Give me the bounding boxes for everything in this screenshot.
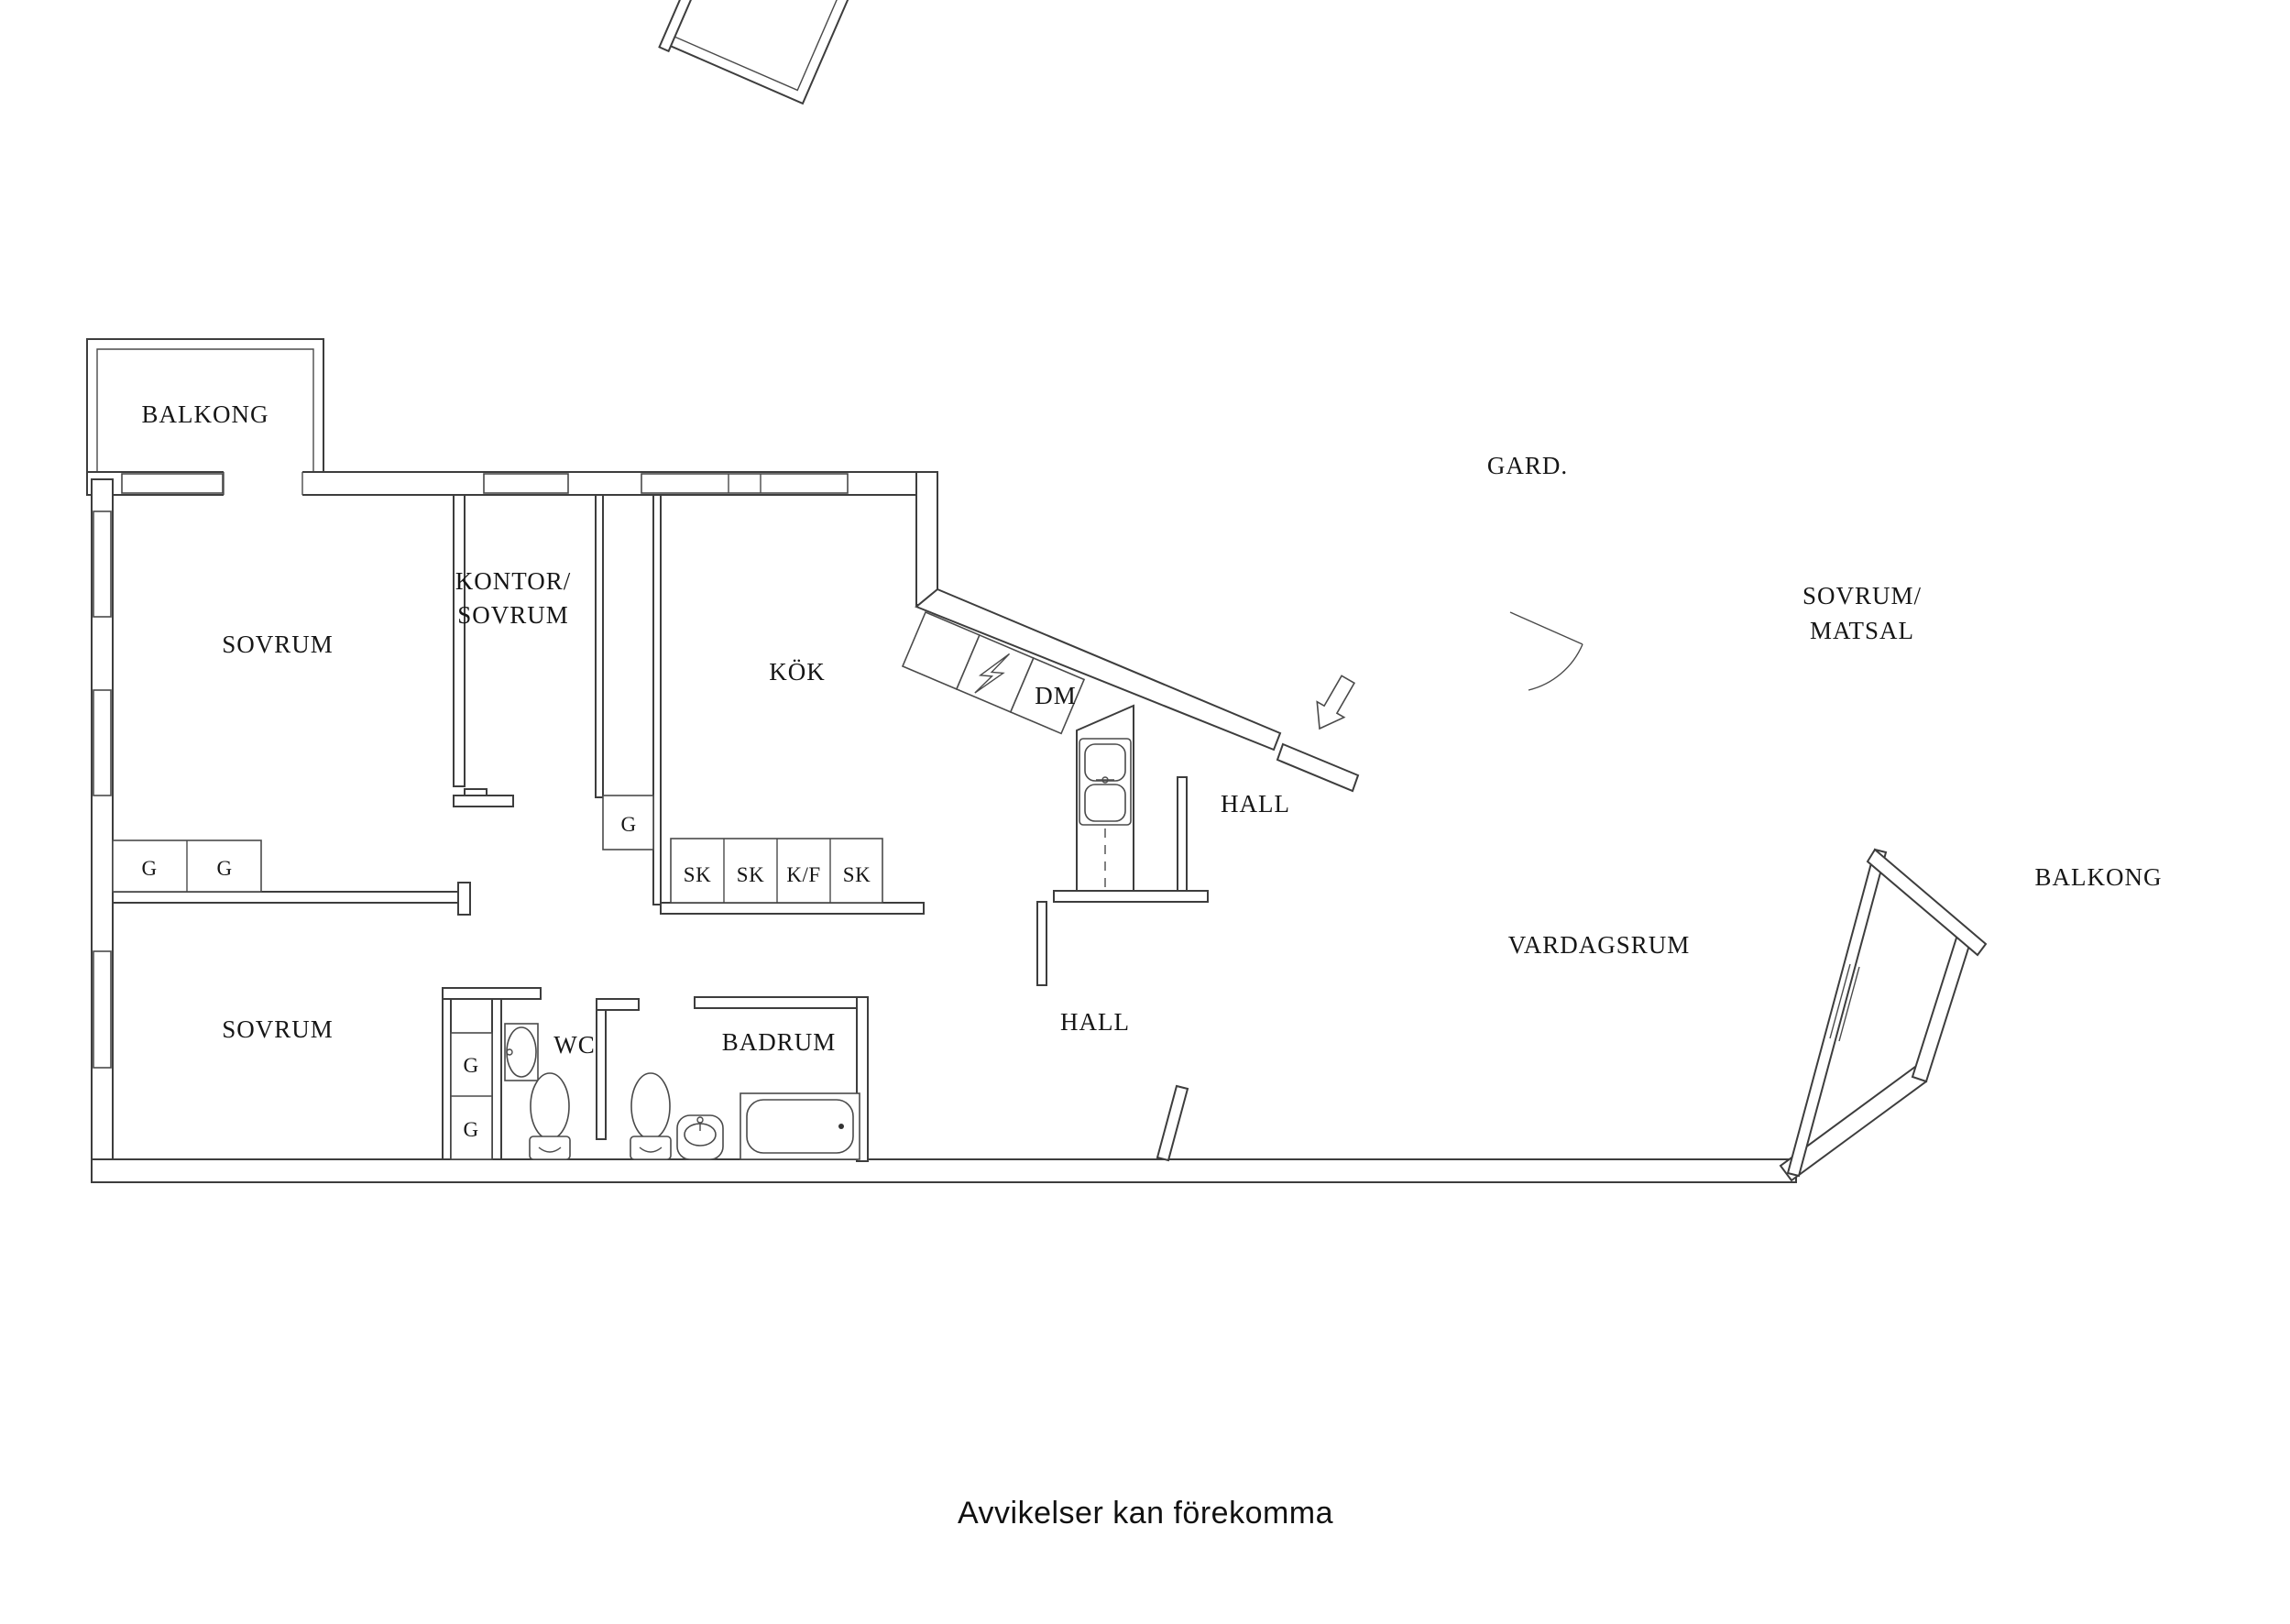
room-labels: BALKONG SOVRUM KONTOR/ SOVRUM KÖK DM HAL… (142, 401, 2163, 1059)
entry-diagonal-wall (915, 587, 1282, 752)
room-label-hall-lower: HALL (1060, 1008, 1130, 1036)
bathroom-sink (676, 1114, 724, 1160)
room-label-living: VARDAGSRUM (1508, 931, 1691, 959)
room-label-bedroom-bottom-left: SOVRUM (222, 1015, 334, 1043)
cabinet-label: K/F (786, 863, 820, 886)
wc-toilet (529, 1072, 571, 1160)
cabinet-label: SK (843, 863, 871, 886)
wc-sink (504, 1023, 539, 1081)
room-label-master-line1: SOVRUM/ (1802, 582, 1922, 609)
cabinet-label: SK (684, 863, 711, 886)
bathroom-toilet (630, 1072, 672, 1160)
room-label-hall-upper: HALL (1221, 790, 1290, 817)
room-label-office-line2: SOVRUM (457, 601, 569, 629)
balcony-right (667, 0, 893, 105)
interior-walls (112, 494, 1209, 1162)
kitchen-unit-labels: SK SK K/F SK (684, 863, 871, 886)
room-label-master-line2: MATSAL (1810, 617, 1914, 644)
bathtub (740, 1092, 860, 1160)
door-arc (1509, 611, 1583, 691)
rotated-wing (658, 0, 893, 105)
closet-label: G (620, 813, 636, 836)
kitchen-counters (602, 795, 883, 904)
room-label-office-line1: KONTOR/ (455, 567, 572, 595)
closet-label: G (216, 857, 232, 880)
closet-labels: G G G G G (141, 813, 636, 1141)
entrance-arrow-icon (1316, 675, 1356, 730)
room-label-balcony-right: BALKONG (2035, 863, 2163, 891)
closet-label: G (463, 1054, 478, 1077)
room-label-balcony-top-left: BALKONG (142, 401, 269, 428)
label-dishwasher: DM (1035, 682, 1077, 709)
balcony-door-opening (224, 470, 302, 497)
closet-label: G (463, 1118, 478, 1141)
closets (112, 839, 493, 1160)
closet-label: G (141, 857, 157, 880)
double-sink (1079, 738, 1132, 887)
closet-kitchen (602, 795, 654, 850)
exterior-walls (86, 471, 1988, 1183)
windows (93, 473, 1860, 1069)
room-label-kitchen: KÖK (769, 658, 826, 686)
kitchen-diagonal-counter (901, 610, 1086, 735)
disclaimer-text: Avvikelser kan förekomma (958, 1496, 1333, 1531)
room-label-gard: GARD. (1487, 452, 1568, 479)
cabinet-label: SK (737, 863, 764, 886)
room-label-wc: WC (553, 1031, 596, 1059)
stove-symbol (974, 653, 1011, 694)
room-label-bedroom-top-left: SOVRUM (222, 631, 334, 658)
dishwasher (1009, 656, 1086, 735)
room-label-bathroom: BADRUM (722, 1028, 837, 1056)
